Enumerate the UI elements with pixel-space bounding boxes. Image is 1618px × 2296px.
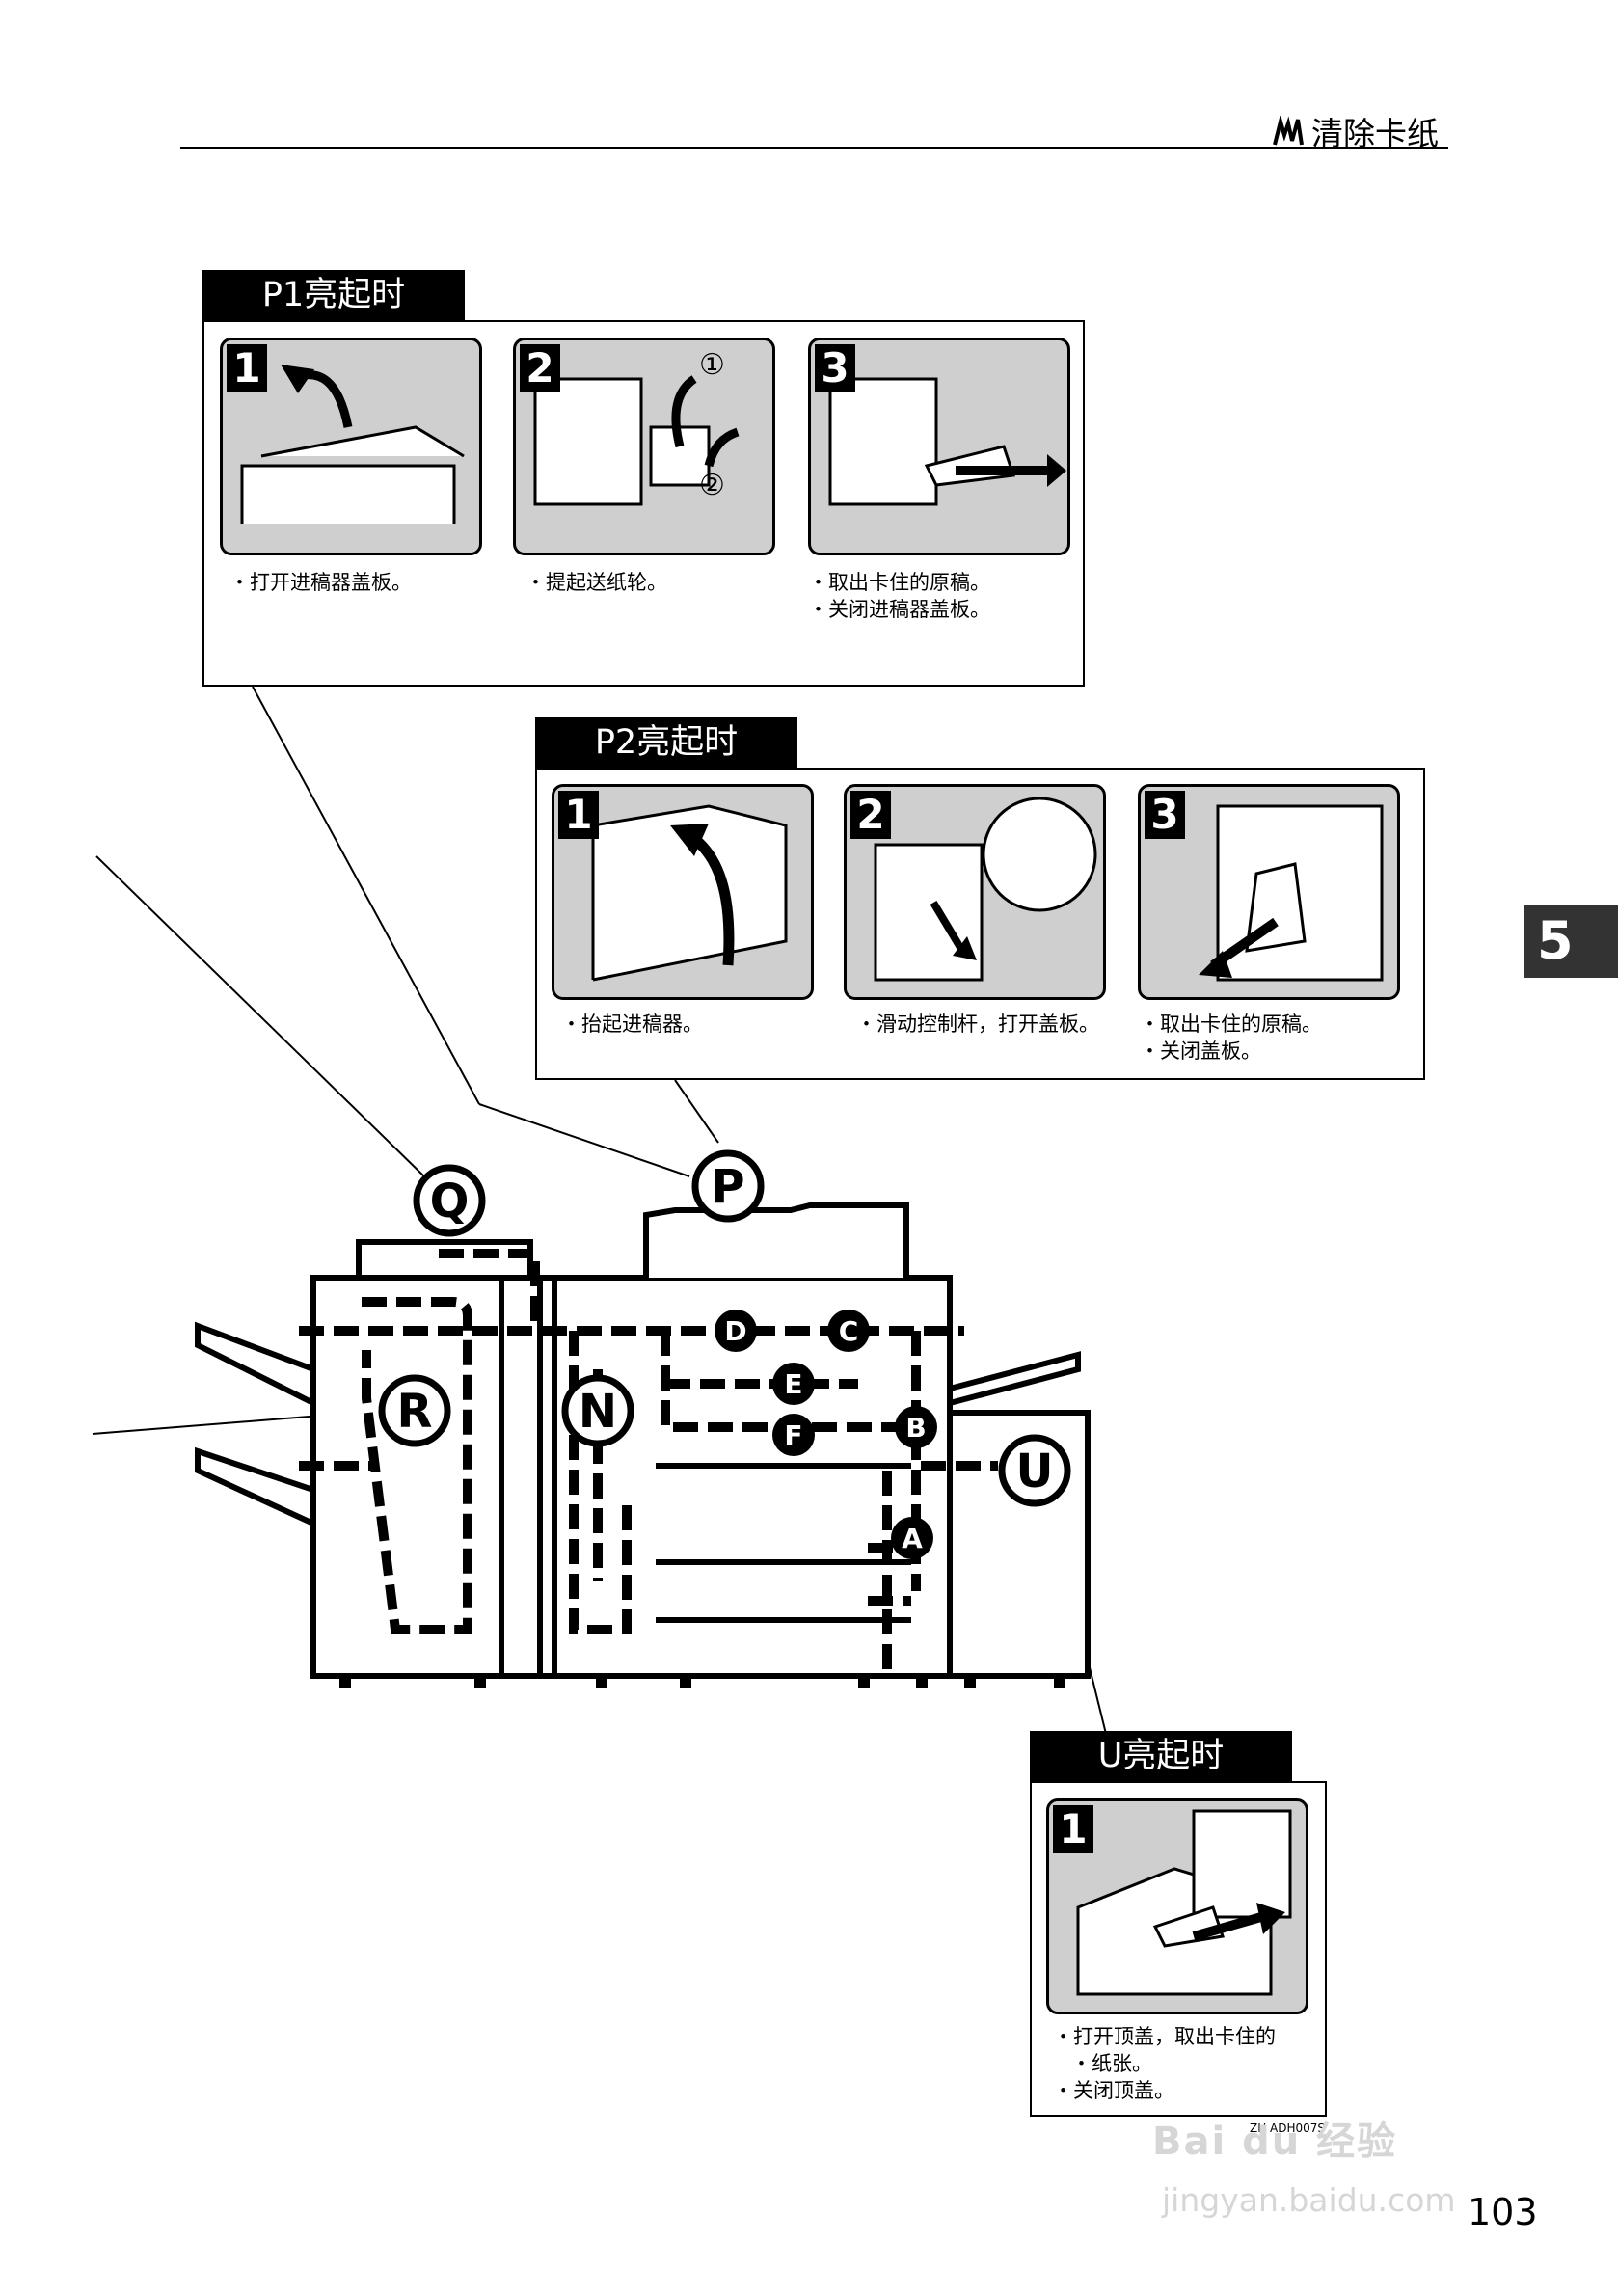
label-a: A — [902, 1523, 923, 1554]
chapter-tab: 5 — [1524, 905, 1618, 978]
p1-step1-illustration: 1 — [220, 338, 482, 555]
label-c: C — [839, 1315, 859, 1347]
figure-code: ZH ADH007S — [1250, 2121, 1326, 2135]
p2-step1-caption: 抬起进稿器。 — [561, 1011, 703, 1038]
remove-original-illustration — [828, 377, 1066, 506]
p2-title: P2亮起时 — [535, 717, 797, 768]
step-number: 1 — [558, 791, 599, 839]
p1-title: P1亮起时 — [202, 270, 465, 320]
marker-2: ② — [699, 469, 725, 502]
u-step1-illustration: 1 — [1046, 1798, 1308, 2014]
watermark-brand: Bai du 经验 — [1152, 2120, 1398, 2164]
header-rule — [180, 147, 1448, 149]
p1-step2-caption: 提起送纸轮。 — [526, 569, 667, 596]
p1-step3-illustration: 3 — [808, 338, 1070, 555]
p2-step3-illustration: 3 — [1138, 784, 1400, 1000]
remove-original-2-illustration — [1199, 804, 1384, 982]
p2-step3-caption: 取出卡住的原稿。 关闭盖板。 — [1140, 1011, 1322, 1065]
lift-roller-illustration: ① ② — [533, 348, 740, 506]
step-number: 3 — [1145, 791, 1185, 839]
label-n: N — [579, 1385, 617, 1439]
u-step1-caption: 打开顶盖，取出卡住的 纸张。 关闭顶盖。 — [1053, 2023, 1276, 2104]
jam-icon — [1271, 114, 1306, 150]
marker-1: ① — [699, 348, 725, 382]
open-cover-illustration — [240, 365, 465, 524]
p2-step1-illustration: 1 — [552, 784, 814, 1000]
step-number: 2 — [520, 344, 560, 392]
label-p: P — [711, 1160, 744, 1214]
watermark-url: jingyan.baidu.com — [1162, 2181, 1456, 2219]
step-number: 1 — [1053, 1805, 1093, 1853]
label-b: B — [905, 1412, 926, 1444]
label-f: F — [784, 1419, 802, 1451]
p1-step2-illustration: 2 ① ② — [513, 338, 775, 555]
label-u: U — [1016, 1445, 1054, 1499]
p2-step2-illustration: 2 — [844, 784, 1106, 1000]
p1-step1-caption: 打开进稿器盖板。 — [229, 569, 412, 596]
p2-step2-caption: 滑动控制杆，打开盖板。 — [856, 1011, 1099, 1038]
step-number: 3 — [815, 344, 855, 392]
step-number: 1 — [227, 344, 267, 392]
slide-lever-illustration — [874, 797, 1097, 982]
u-title: U亮起时 — [1030, 1731, 1292, 1781]
lift-feeder-illustration — [591, 804, 788, 982]
label-q: Q — [430, 1175, 470, 1229]
p1-step3-caption: 取出卡住的原稿。 关闭进稿器盖板。 — [808, 569, 990, 623]
label-e: E — [784, 1368, 802, 1400]
step-number: 2 — [850, 791, 891, 839]
label-d: D — [724, 1315, 746, 1347]
page-header-title: 清除卡纸 — [1271, 108, 1439, 154]
label-r: R — [397, 1385, 433, 1439]
page-number: 103 — [1468, 2191, 1538, 2233]
open-top-cover-illustration — [1076, 1809, 1292, 1996]
